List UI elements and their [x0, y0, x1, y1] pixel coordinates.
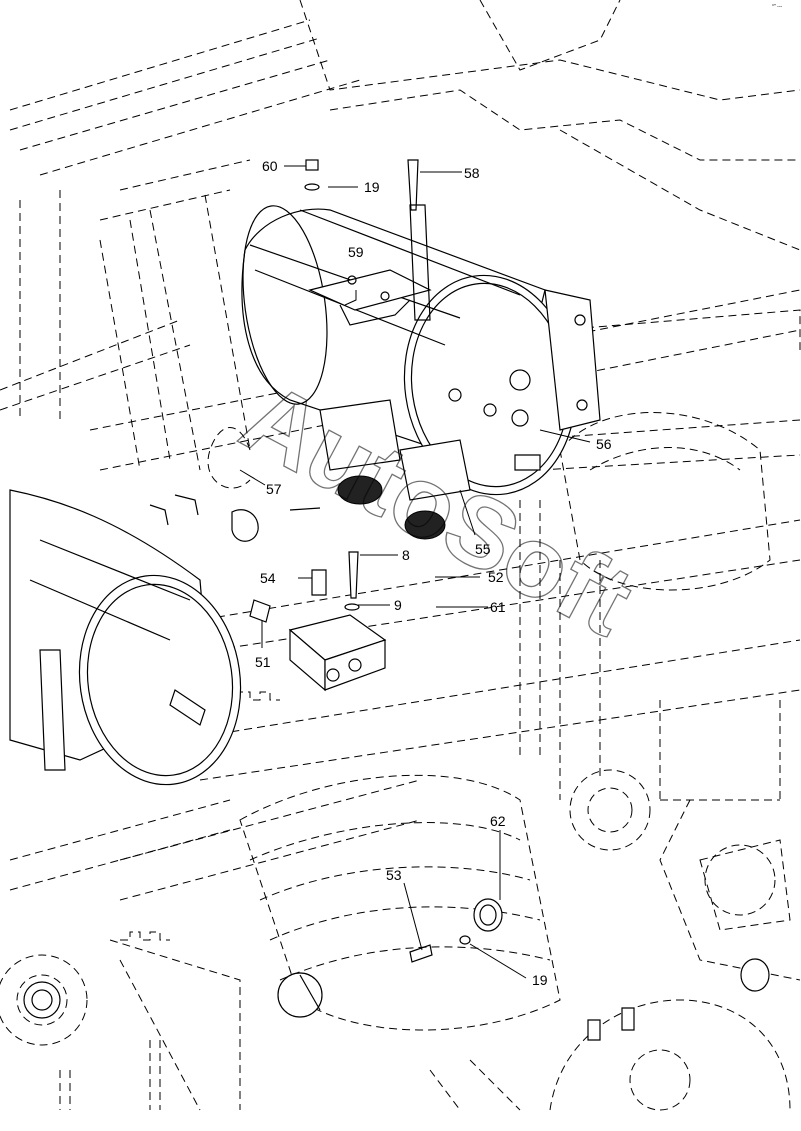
air-tank-upper — [241, 159, 601, 540]
callout-leaders — [239, 165, 591, 979]
callout-53: 53 — [386, 867, 402, 883]
connector-block — [149, 494, 387, 692]
callout-9: 9 — [394, 597, 402, 613]
callout-58: 58 — [464, 165, 480, 181]
callout-62: 62 — [490, 813, 506, 829]
callout-52: 52 — [488, 569, 504, 585]
callout-8: 8 — [402, 547, 410, 563]
callout-19-top: 19 — [364, 179, 380, 195]
corner-mark: °″ --- — [772, 4, 782, 10]
callout-labels: 60 19 58 59 56 57 55 8 52 54 9 61 51 62 … — [255, 158, 612, 988]
callout-54: 54 — [260, 570, 276, 586]
lower-fittings — [277, 898, 770, 1041]
callout-51: 51 — [255, 654, 271, 670]
callout-57: 57 — [266, 481, 282, 497]
callout-19-bottom: 19 — [532, 972, 548, 988]
callout-59: 59 — [348, 244, 364, 260]
callout-56: 56 — [596, 436, 612, 452]
callout-60: 60 — [262, 158, 278, 174]
callout-61: 61 — [490, 599, 506, 615]
air-tank-lower — [9, 489, 242, 786]
callout-55: 55 — [475, 541, 491, 557]
